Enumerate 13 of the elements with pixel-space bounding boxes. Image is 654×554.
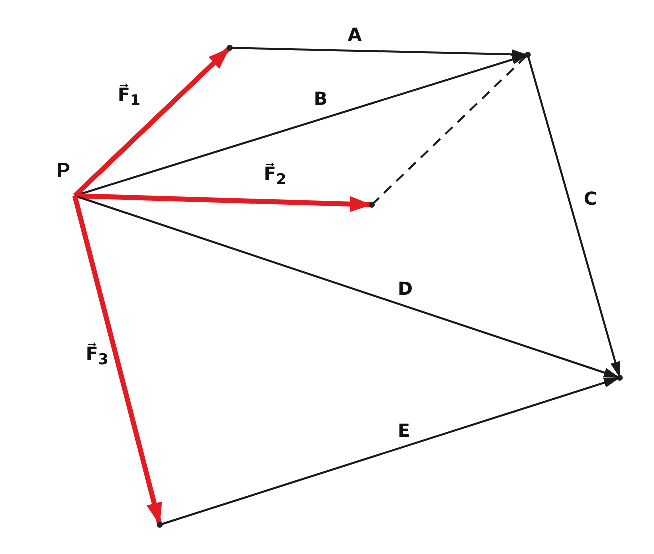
dashed-line [371,54,529,206]
vertex-point [157,522,163,528]
vertex-point [227,45,233,51]
arrow [160,377,620,526]
vertex-point [617,375,623,381]
arrow [74,195,620,379]
vertex-point [525,52,531,58]
point-label: P [57,160,70,182]
force-vector-arrow [74,194,372,212]
arrow [527,54,621,378]
vertex-point [369,202,375,208]
force-vector-arrow [73,46,232,198]
force-vector-arrow [72,195,162,526]
